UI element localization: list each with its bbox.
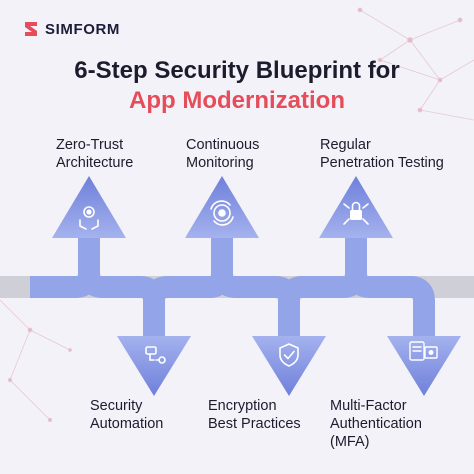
step-5-label: Encryption Best Practices <box>208 398 301 432</box>
title-line-2: App Modernization <box>129 87 345 114</box>
simform-logo: SIMFORM <box>22 20 120 38</box>
step-1-label: Zero-Trust Architecture <box>56 137 134 171</box>
step-4-label: Security Automation <box>90 398 164 432</box>
bug-lock-icon <box>343 201 369 225</box>
mfa-device-icon <box>409 341 438 361</box>
simform-logo-mark <box>25 22 37 36</box>
step-2-arrow <box>185 176 259 238</box>
step-4-arrow <box>117 336 191 396</box>
page-title: 6-Step Security Blueprint for App Modern… <box>0 56 474 116</box>
connector-6 <box>345 272 435 338</box>
gear-cycle-icon <box>210 200 234 226</box>
title-line-1: 6-Step Security Blueprint for <box>74 57 400 84</box>
connector-3 <box>143 236 233 302</box>
shield-hands-icon <box>79 206 99 230</box>
step-2-label: Continuous Monitoring <box>186 137 260 171</box>
step-6-arrow <box>387 336 461 396</box>
shield-check-icon <box>279 343 299 367</box>
step-3-label: Regular Penetration Testing <box>320 137 444 171</box>
connector-5 <box>278 236 367 302</box>
connector-2 <box>78 272 165 338</box>
key-automation-icon <box>145 346 166 364</box>
step-6-label: Multi-Factor Authentication (MFA) <box>330 398 422 450</box>
step-3-arrow <box>319 176 393 238</box>
brand-name: SIMFORM <box>45 20 121 38</box>
connector-4 <box>211 272 300 338</box>
